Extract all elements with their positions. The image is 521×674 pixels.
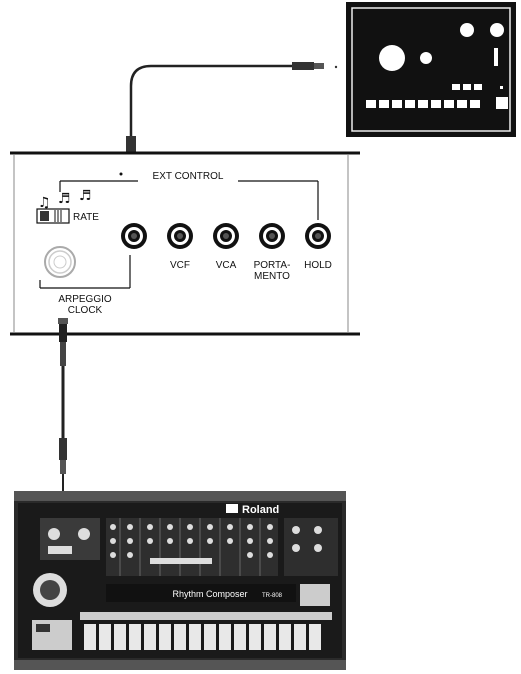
step-button-row <box>84 624 321 650</box>
roland-logo-icon <box>226 504 238 513</box>
bottom-cable <box>58 318 68 496</box>
drum-machine: Roland <box>14 491 346 670</box>
ext-control-label: EXT CONTROL <box>153 171 224 182</box>
hold-jack[interactable] <box>305 223 331 249</box>
rate-switch[interactable] <box>36 208 70 224</box>
rate-note-icons: ♫ ♬ ♬ <box>38 188 92 211</box>
portamento-label-line1: PORTA- <box>254 260 291 271</box>
ext-control-bracket: EXT CONTROL <box>59 168 319 220</box>
vca-label: VCA <box>216 260 237 271</box>
instrument-knob-grid <box>106 518 278 576</box>
sixteenth-note-icon: ♬ <box>58 191 71 207</box>
vca-jack[interactable] <box>213 223 239 249</box>
small-knob-icon <box>420 52 432 64</box>
ext-control-jack[interactable] <box>121 223 147 249</box>
vcf-jack[interactable] <box>167 223 193 249</box>
hold-label: HOLD <box>304 260 332 271</box>
arpeggio-clock-label-line2: CLOCK <box>68 305 103 316</box>
portamento-jack[interactable] <box>259 223 285 249</box>
external-controller-device <box>346 2 516 137</box>
knob-icon <box>460 23 474 37</box>
brand-label: Roland <box>242 504 279 516</box>
arpeggio-clock-label-line1: ARPEGGIO <box>58 294 112 305</box>
vcf-label: VCF <box>170 260 190 271</box>
arpeggio-clock-jack[interactable] <box>44 246 76 278</box>
pad-row <box>366 97 508 109</box>
thirtysecond-note-icon: ♬ <box>79 188 92 204</box>
slider-icon <box>494 48 498 66</box>
model-number-label: TR-808 <box>262 593 283 599</box>
portamento-label-line2: MENTO <box>254 271 290 282</box>
model-name-label: Rhythm Composer <box>172 589 247 599</box>
top-cable <box>126 62 338 152</box>
knob-icon <box>490 23 504 37</box>
arpeggio-clock-bracket <box>39 255 131 289</box>
rate-label: RATE <box>73 212 99 223</box>
large-knob-icon <box>379 45 405 71</box>
eighth-note-icon: ♫ <box>38 195 51 211</box>
